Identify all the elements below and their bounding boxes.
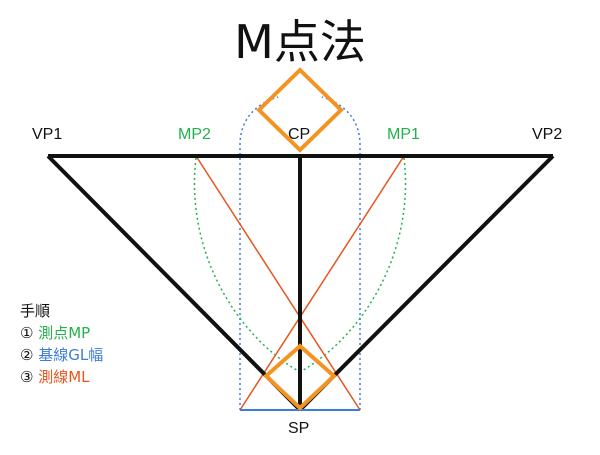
step-item-3: ③ 測線ML xyxy=(20,366,103,388)
step-number: ③ xyxy=(20,368,34,386)
step-item-1: ① 測点MP xyxy=(20,322,103,344)
step-text: 測点MP xyxy=(38,324,91,342)
blue-dotted-guide-left xyxy=(239,96,279,410)
steps-legend: 手順 ① 測点MP ② 基線GL幅 ③ 測線ML xyxy=(20,300,103,388)
step-item-2: ② 基線GL幅 xyxy=(20,344,103,366)
step-number: ① xyxy=(20,324,34,342)
step-number: ② xyxy=(20,346,34,364)
label-sp: SP xyxy=(288,420,310,437)
orange-top-square xyxy=(256,67,344,153)
diagram-title: M点法 xyxy=(234,15,366,69)
green-arc-left xyxy=(193,157,301,373)
label-cp: CP xyxy=(288,126,311,143)
label-mp1: MP1 xyxy=(387,126,420,143)
line-vp1-to-sp xyxy=(46,154,302,412)
label-vp2: VP2 xyxy=(532,126,563,143)
red-measuring-line-left xyxy=(195,155,361,411)
orange-bottom-square xyxy=(263,343,337,411)
label-mp2: MP2 xyxy=(178,126,211,143)
step-text: 基線GL幅 xyxy=(38,346,104,364)
line-vp2-to-sp xyxy=(298,154,555,412)
label-vp1: VP1 xyxy=(32,126,63,143)
step-text: 測線ML xyxy=(38,368,90,386)
blue-dotted-guide-right xyxy=(321,96,361,410)
green-arc-right xyxy=(299,157,407,373)
steps-heading: 手順 xyxy=(20,302,51,320)
red-measuring-line-right xyxy=(239,155,405,411)
